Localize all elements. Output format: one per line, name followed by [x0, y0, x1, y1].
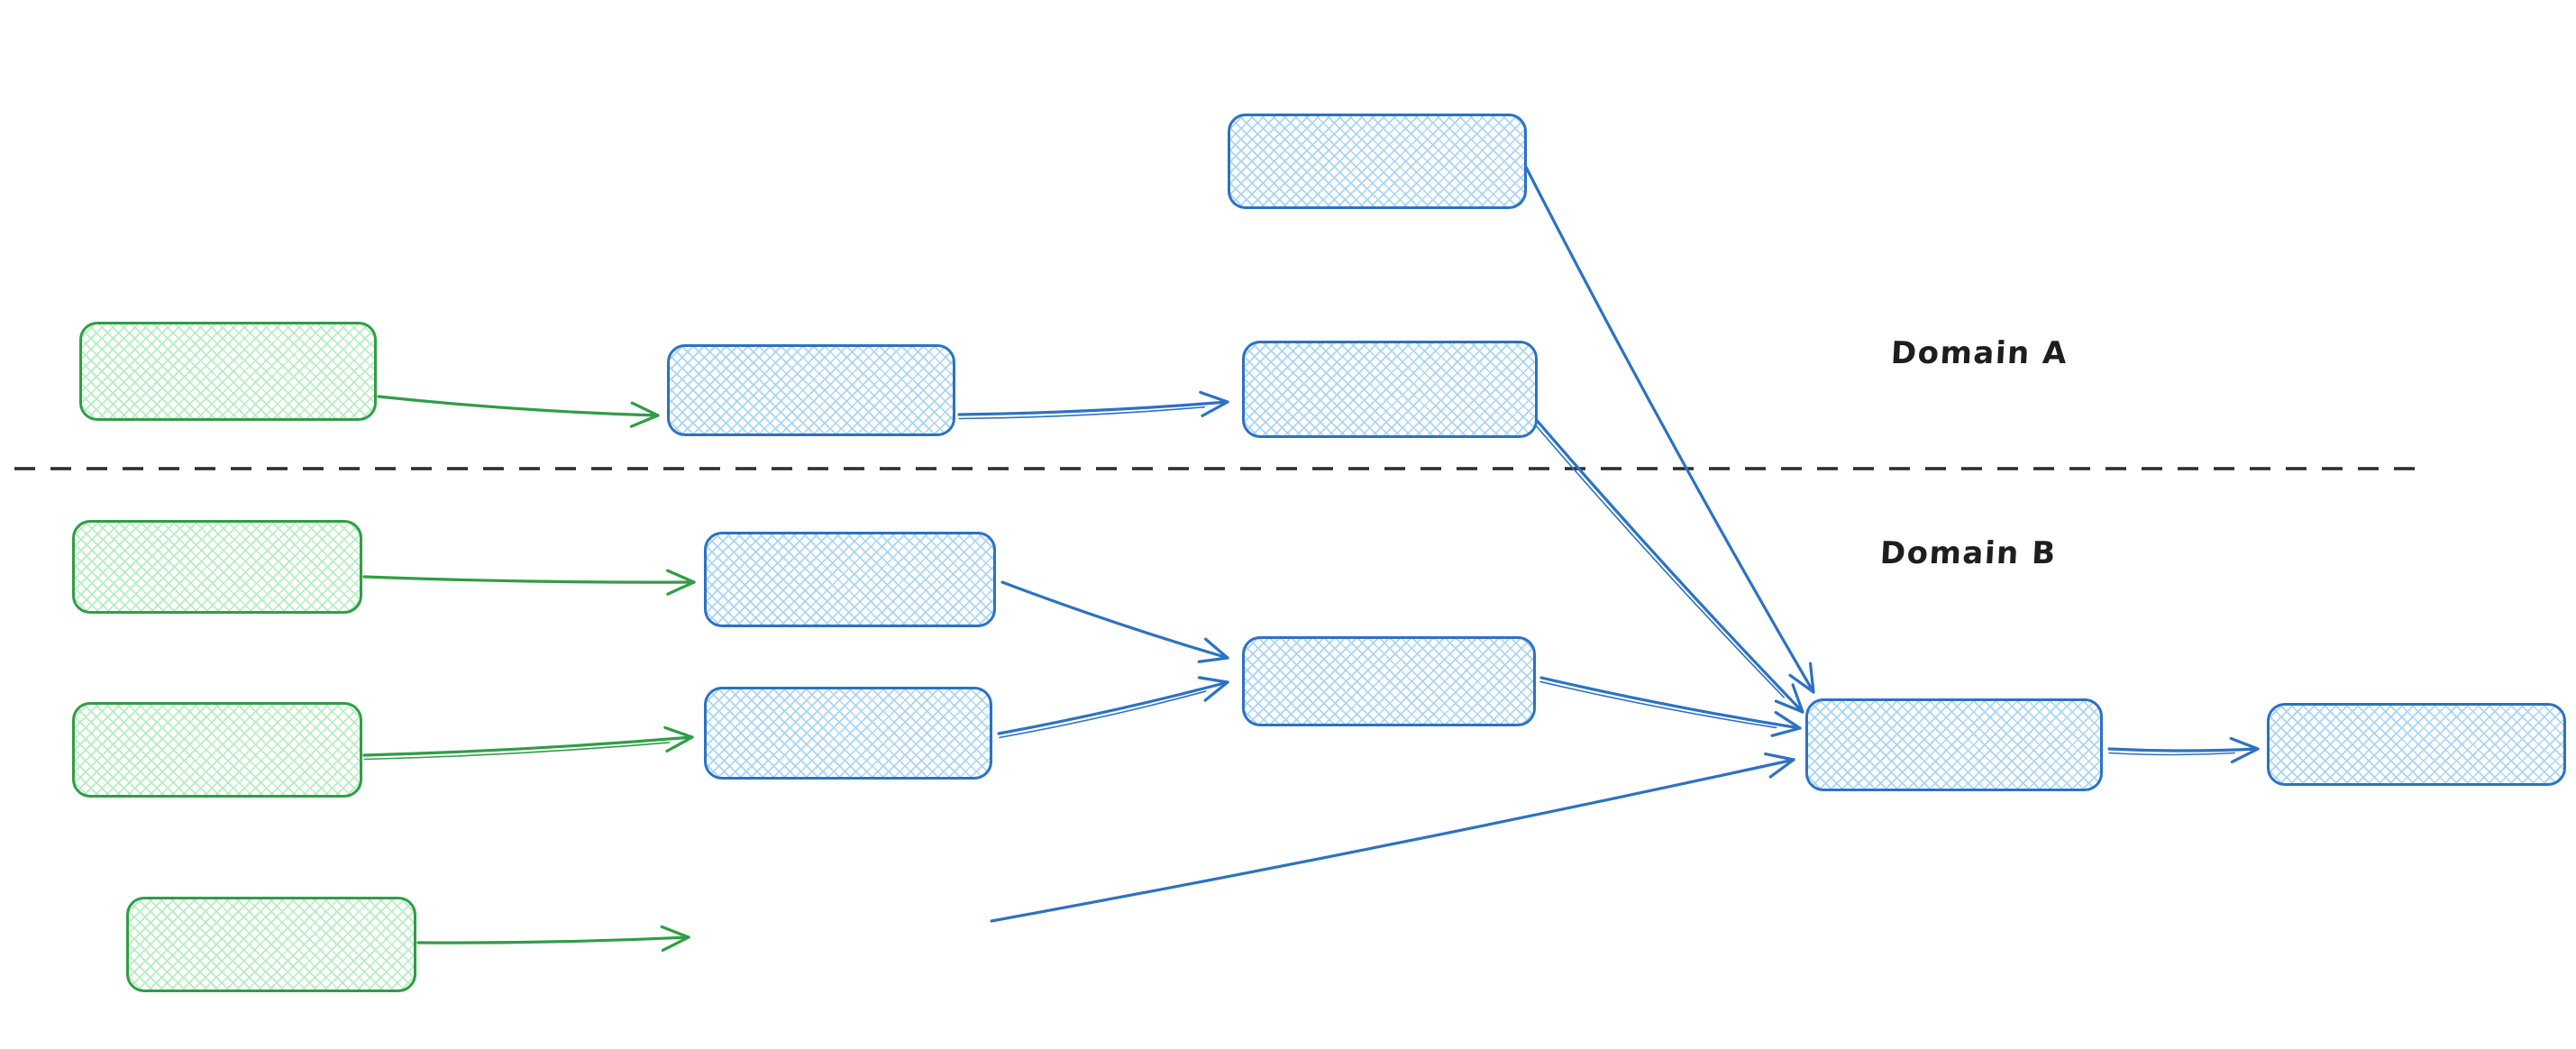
arrow-b2-to-merge[interactable] [997, 676, 1229, 739]
node-blue-output[interactable] [2267, 703, 2566, 786]
node-blue-a2[interactable] [1242, 341, 1538, 438]
node-blue-b2[interactable] [704, 687, 992, 780]
arrow-green-b3-to-b3[interactable] [416, 925, 690, 952]
arrow-top-to-join[interactable] [1511, 139, 1815, 694]
arrow-green-b2-to-b2[interactable] [362, 725, 694, 761]
node-blue-join[interactable] [1805, 698, 2103, 791]
arrow-a1-to-a2[interactable] [957, 390, 1229, 420]
node-green-a[interactable] [79, 322, 377, 421]
arrow-b3-to-join[interactable] [990, 752, 1795, 923]
arrow-green-b1-to-b1[interactable] [362, 569, 696, 596]
node-blue-b-merge[interactable] [1242, 636, 1536, 726]
label-domain-b[interactable]: Domain B [1878, 535, 2058, 571]
arrow-merge-to-join[interactable] [1539, 676, 1802, 737]
node-green-b3[interactable] [126, 897, 416, 992]
arrow-b1-to-merge[interactable] [1000, 580, 1229, 663]
arrow-a2-to-join[interactable] [1513, 397, 1804, 714]
node-green-b2[interactable] [72, 702, 362, 798]
node-blue-top[interactable] [1228, 114, 1527, 209]
label-domain-a[interactable]: Domain A [1889, 335, 2069, 371]
arrow-green-a-to-a1[interactable] [377, 395, 660, 428]
arrow-join-to-output[interactable] [2107, 736, 2260, 764]
node-blue-a1[interactable] [667, 344, 955, 436]
node-blue-b1[interactable] [704, 532, 996, 627]
node-green-b1[interactable] [72, 520, 362, 614]
